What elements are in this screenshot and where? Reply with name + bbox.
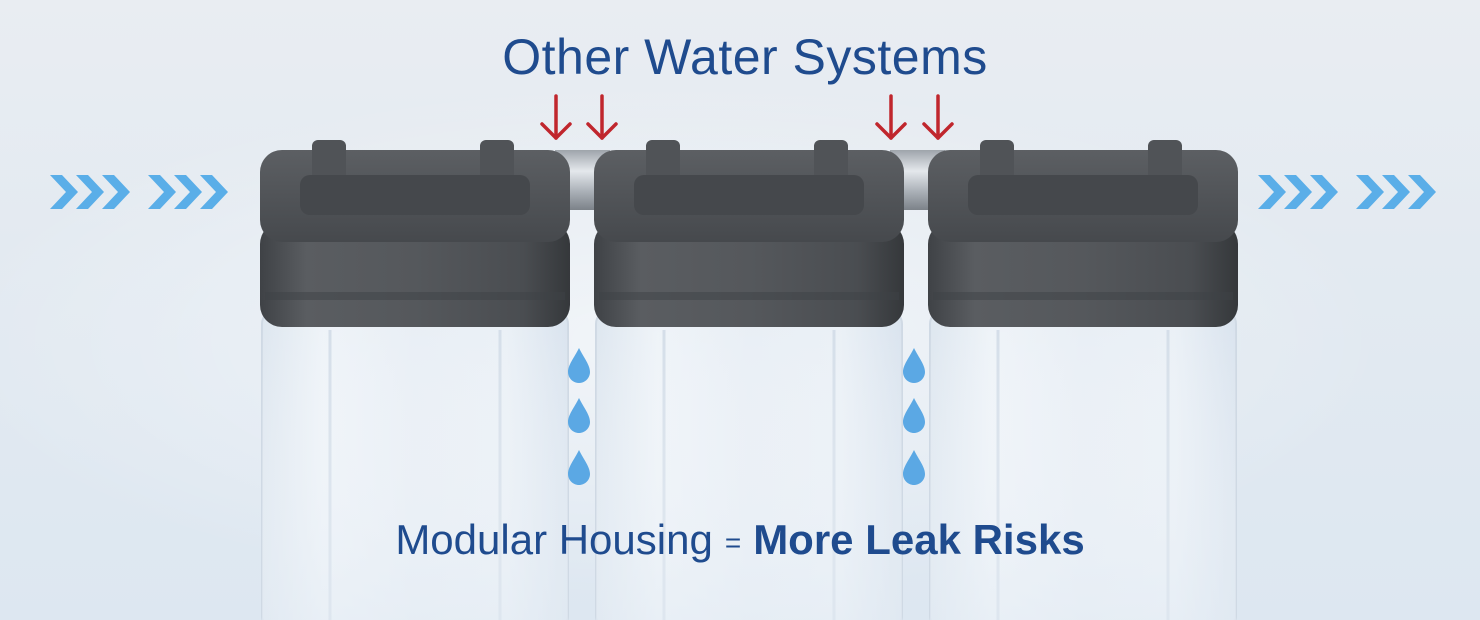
down-arrow-icon [540,94,572,140]
water-drop-icon [903,348,925,383]
water-drop-icon [903,398,925,433]
down-arrow-icon [586,94,618,140]
water-drop-icon [568,348,590,383]
caption-equals-sign: = [724,526,742,558]
down-arrow-icon [922,94,954,140]
filter-housing [594,140,904,620]
down-arrow-icon [875,94,907,140]
caption-part-modular-housing: Modular Housing [395,516,713,563]
filter-housing [928,140,1238,620]
headline-title: Other Water Systems [502,29,988,85]
water-drop-icon [903,450,925,485]
water-drop-icon [568,450,590,485]
flow-chevrons-icon [148,175,228,209]
water-drop-icon [568,398,590,433]
flow-chevrons-icon [50,175,130,209]
flow-chevrons-icon [1356,175,1436,209]
flow-chevrons-icon [1258,175,1338,209]
caption-part-leak-risks: More Leak Risks [753,516,1085,563]
caption-line: Modular Housing = More Leak Risks [0,516,1480,564]
filter-housing [260,140,570,620]
